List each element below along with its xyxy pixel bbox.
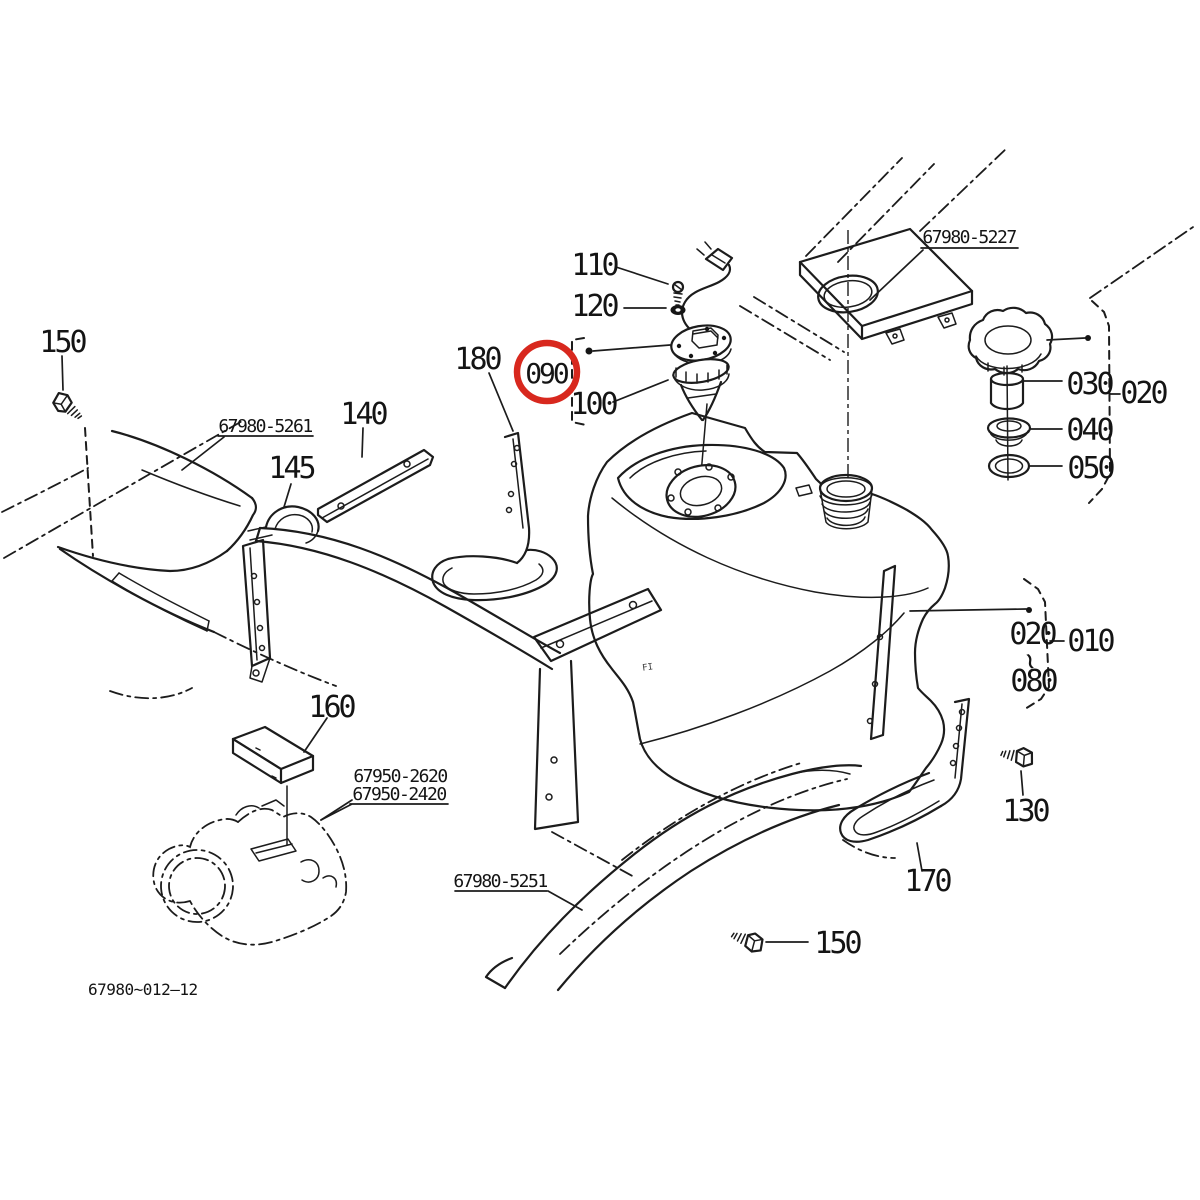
washer-120 bbox=[670, 305, 686, 315]
callout-130: 130 bbox=[1002, 794, 1049, 829]
part-code-mount-plate: 67980-5227 bbox=[922, 227, 1016, 248]
bracket-145 bbox=[247, 505, 320, 544]
bracket-180 bbox=[431, 431, 558, 602]
bolt-130 bbox=[998, 743, 1036, 796]
callout-150-bottom: 150 bbox=[814, 926, 861, 961]
callout-110: 110 bbox=[571, 248, 618, 283]
callout-180: 180 bbox=[454, 342, 501, 377]
grommet-040 bbox=[986, 417, 1032, 447]
sender-recess bbox=[616, 443, 787, 520]
highlight-circle-090 bbox=[513, 339, 581, 405]
callout-145: 145 bbox=[268, 451, 314, 486]
callout-020-range: 020 bbox=[1009, 617, 1056, 652]
callout-020-group: 020 bbox=[1120, 376, 1167, 411]
sender-mount-ring bbox=[665, 464, 737, 518]
fuel-tank: FI bbox=[586, 403, 950, 812]
part-code-engine-lower: 67950-2420 bbox=[352, 784, 446, 805]
callout-100: 100 bbox=[570, 387, 617, 422]
filler-cap-knob bbox=[967, 306, 1054, 376]
screw-110 bbox=[671, 280, 685, 306]
callout-150-top: 150 bbox=[39, 325, 86, 360]
callout-040: 040 bbox=[1066, 413, 1113, 448]
sender-wire bbox=[680, 263, 732, 336]
bracket-170 bbox=[839, 697, 971, 872]
vent-nub bbox=[795, 484, 813, 497]
seal-ring-050 bbox=[987, 453, 1031, 479]
fender bbox=[484, 762, 896, 992]
frame-cross-member bbox=[241, 526, 663, 879]
bolt-150-bottom bbox=[728, 925, 809, 956]
callout-160: 160 bbox=[308, 690, 355, 725]
box-160 bbox=[231, 717, 353, 846]
sender-group-bracket bbox=[571, 337, 587, 426]
fuel-sender-unit bbox=[670, 241, 734, 422]
tank-stamp: FI bbox=[642, 662, 654, 673]
callout-030: 030 bbox=[1066, 367, 1113, 402]
plate-hole bbox=[817, 274, 879, 314]
range-bracket-010 bbox=[909, 578, 1065, 710]
callout-050: 050 bbox=[1067, 451, 1114, 486]
frame-rail-140 bbox=[316, 448, 435, 524]
tank-strap bbox=[866, 564, 897, 741]
sender-hex-nut bbox=[691, 327, 719, 349]
callout-080: 080 bbox=[1010, 664, 1057, 699]
part-code-engine-upper: 67950-2620 bbox=[353, 766, 447, 787]
callout-group-090 bbox=[513, 337, 671, 426]
hood-body-outline bbox=[1, 419, 337, 700]
part-code-hood-panel: 67980-5261 bbox=[218, 416, 312, 437]
callout-140: 140 bbox=[340, 397, 387, 432]
filler-neck bbox=[818, 473, 874, 530]
leader-lines bbox=[283, 266, 669, 508]
callout-170: 170 bbox=[904, 864, 951, 899]
part-code-fender: 67980-5251 bbox=[453, 871, 547, 892]
code-leaders bbox=[181, 247, 1019, 911]
engine-block bbox=[152, 799, 348, 946]
mount-plate-5227 bbox=[739, 146, 1197, 480]
cap-group-020 bbox=[967, 300, 1121, 504]
callout-120: 120 bbox=[571, 289, 618, 324]
bolt-150-top bbox=[48, 355, 94, 557]
callout-090: 090 bbox=[525, 357, 569, 390]
group-bracket-020 bbox=[1088, 300, 1112, 504]
drawing-number: 67980~012—12 bbox=[88, 980, 198, 999]
cap-insert-030 bbox=[989, 371, 1025, 411]
wire-connector bbox=[696, 241, 734, 272]
callout-010: 010 bbox=[1067, 624, 1114, 659]
